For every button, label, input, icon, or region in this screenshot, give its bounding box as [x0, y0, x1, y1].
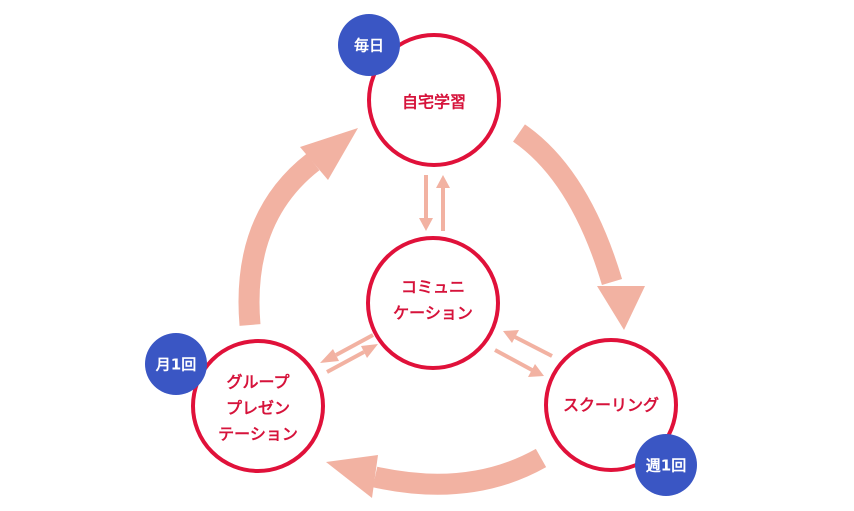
- exchange-arrowhead-right-in: [503, 330, 519, 343]
- schooling-label: スクーリング: [563, 396, 659, 415]
- communication-label-line2: ケーション: [393, 304, 473, 323]
- badge-weekly-label: 週1回: [646, 457, 686, 475]
- group-presentation-label-line1: グループ: [226, 373, 290, 392]
- cycle-arrowhead-study: [300, 128, 358, 180]
- badge-monthly: 月1回: [145, 333, 207, 395]
- group-presentation-label-line3: テーション: [218, 425, 298, 444]
- exchange-arrows: [320, 175, 553, 377]
- node-schooling: スクーリング: [544, 338, 678, 472]
- cycle-arrows: [238, 124, 645, 498]
- exchange-arrowhead-left-in: [361, 344, 378, 358]
- self-study-label: 自宅学習: [402, 93, 466, 112]
- cycle-arrowhead-group: [326, 455, 378, 498]
- badge-daily-label: 毎日: [354, 37, 384, 55]
- badge-monthly-label: 月1回: [155, 356, 196, 374]
- exchange-arrowhead-down: [419, 218, 433, 231]
- cycle-arrow-group-to-study: [238, 153, 320, 326]
- node-communication: コミュニ ケーション: [366, 236, 500, 370]
- group-presentation-label-line2: プレゼン: [226, 399, 290, 418]
- cycle-arrow-schooling-to-group: [372, 448, 547, 495]
- node-self-study: 自宅学習: [367, 33, 501, 167]
- badge-weekly: 週1回: [635, 434, 697, 496]
- cycle-arrowhead-schooling: [597, 286, 645, 330]
- exchange-arrowhead-up: [436, 175, 450, 188]
- exchange-arrowhead-right-out: [528, 364, 544, 377]
- exchange-arrowhead-left-out: [320, 349, 339, 363]
- cycle-arrow-study-to-schooling: [512, 124, 623, 286]
- communication-label-line1: コミュニ: [401, 278, 465, 297]
- node-group-presentation: グループ プレゼン テーション: [191, 339, 325, 473]
- badge-daily: 毎日: [338, 14, 400, 76]
